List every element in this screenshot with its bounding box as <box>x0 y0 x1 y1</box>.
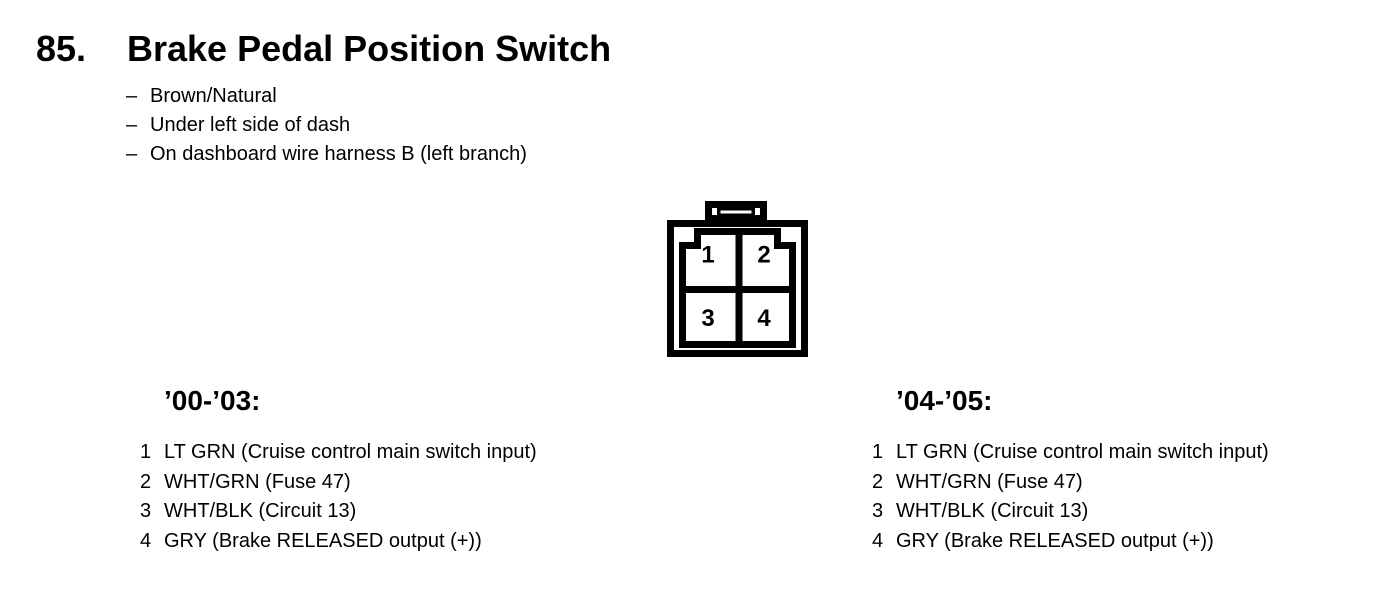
note-text: Under left side of dash <box>150 114 351 136</box>
pin-list: 1 LT GRN (Cruise control main switch inpu… <box>872 438 1392 556</box>
notes-list: –Brown/Natural –Under left side of dash … <box>126 82 527 169</box>
pinout-column-00-03: ’00-’03: 1 LT GRN (Cruise control main sw… <box>140 387 700 556</box>
pin-description: WHT/BLK (Circuit 13) <box>896 500 1089 522</box>
pin-row: 3 WHT/BLK (Circuit 13) <box>872 497 1392 527</box>
note-text: Brown/Natural <box>150 85 277 107</box>
pinout-column-04-05: ’04-’05: 1 LT GRN (Cruise control main sw… <box>872 387 1392 556</box>
pin-number: 3 <box>872 500 884 522</box>
pin-row: 1 LT GRN (Cruise control main switch inpu… <box>872 438 1392 468</box>
pin-description: GRY (Brake RELEASED output (+)) <box>164 529 482 552</box>
pin-number: 4 <box>140 529 152 552</box>
pinout-years-heading: ’00-’03: <box>164 385 261 416</box>
pin-description: LT GRN (Cruise control main switch input… <box>896 441 1269 463</box>
note-dash: – <box>126 85 138 107</box>
pin-number: 2 <box>872 470 884 493</box>
pin-description: GRY (Brake RELEASED output (+)) <box>896 529 1214 552</box>
connector-cavity-4 <box>735 286 796 348</box>
pin-row: 4 GRY (Brake RELEASED output (+)) <box>872 527 1392 557</box>
note-line: –On dashboard wire harness B (left branc… <box>126 140 527 169</box>
connector-pin-number-4: 4 <box>757 305 771 332</box>
note-line: –Brown/Natural <box>126 82 527 111</box>
pin-number: 1 <box>140 441 152 463</box>
pin-list: 1 LT GRN (Cruise control main switch inpu… <box>140 438 700 556</box>
note-text: On dashboard wire harness B (left branch… <box>150 143 527 165</box>
pin-description: LT GRN (Cruise control main switch input… <box>164 441 537 463</box>
note-dash: – <box>126 143 138 165</box>
pin-description: WHT/GRN (Fuse 47) <box>896 470 1083 493</box>
item-number: 85. <box>36 28 87 69</box>
pin-row: 3 WHT/BLK (Circuit 13) <box>140 497 700 527</box>
pin-row: 2 WHT/GRN (Fuse 47) <box>140 468 700 498</box>
pin-row: 4 GRY (Brake RELEASED output (+)) <box>140 527 700 557</box>
note-dash: – <box>126 114 138 136</box>
connector-latch-slot <box>717 207 755 217</box>
pin-number: 2 <box>140 470 152 493</box>
pin-number: 3 <box>140 500 152 522</box>
page-title: Brake Pedal Position Switch <box>127 28 612 69</box>
connector-pin-number-3: 3 <box>701 305 714 332</box>
pin-number: 1 <box>872 441 884 463</box>
note-line: –Under left side of dash <box>126 111 527 140</box>
connector-pin-number-1: 1 <box>701 242 714 269</box>
pin-number: 4 <box>872 529 884 552</box>
pin-row: 1 LT GRN (Cruise control main switch inpu… <box>140 438 700 468</box>
pin-description: WHT/BLK (Circuit 13) <box>164 500 357 522</box>
connector-pin-number-2: 2 <box>757 242 770 269</box>
pinout-years-heading: ’04-’05: <box>896 385 993 416</box>
pin-row: 2 WHT/GRN (Fuse 47) <box>872 468 1392 498</box>
pin-description: WHT/GRN (Fuse 47) <box>164 470 351 493</box>
connector-diagram: 1 2 3 4 <box>664 199 810 359</box>
